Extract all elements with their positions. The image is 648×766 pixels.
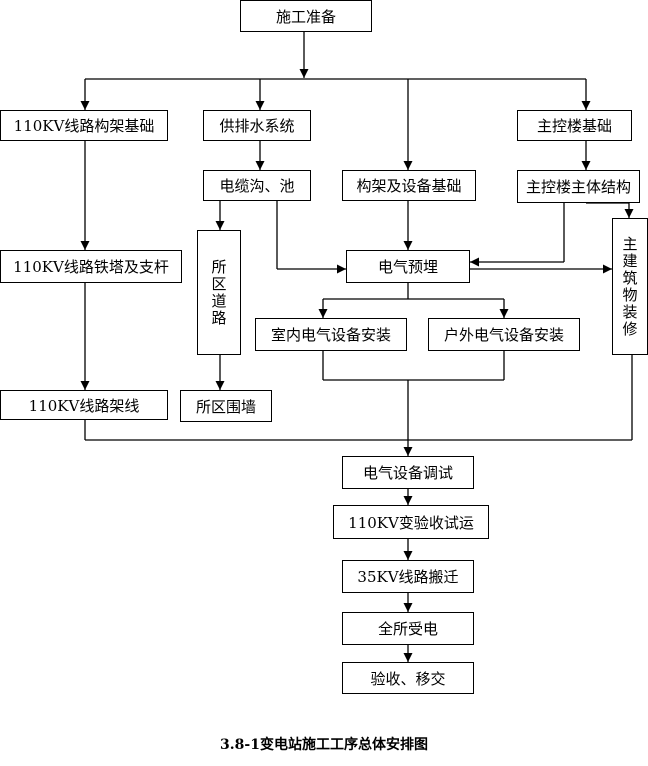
node-indoor-install: 室内电气设备安装 — [255, 318, 407, 351]
node-tower-erection: 110KV线路铁塔及支杆 — [0, 250, 182, 283]
node-trial-operation: 110KV变验收试运 — [333, 505, 489, 539]
node-start: 施工准备 — [240, 0, 372, 32]
node-tower-foundation: 110KV线路构架基础 — [0, 110, 168, 141]
node-control-building-structure: 主控楼主体结构 — [517, 170, 640, 203]
node-site-road: 所区道路 — [197, 230, 241, 355]
node-outdoor-install: 户外电气设备安装 — [428, 318, 580, 351]
node-equipment-commissioning: 电气设备调试 — [342, 456, 474, 489]
node-electrical-embedding: 电气预埋 — [346, 250, 470, 283]
node-cable-trench: 电缆沟、池 — [203, 170, 311, 201]
node-frame-equipment-foundation: 构架及设备基础 — [342, 170, 476, 201]
node-handover: 验收、移交 — [342, 662, 474, 694]
node-water-system: 供排水系统 — [203, 110, 311, 141]
figure-caption: 3.8-1变电站施工工序总体安排图 — [220, 737, 428, 753]
node-energize: 全所受电 — [342, 612, 474, 645]
node-line-relocation: 35KV线路搬迁 — [342, 560, 474, 593]
node-line-stringing: 110KV线路架线 — [0, 390, 168, 420]
node-site-wall: 所区围墙 — [180, 390, 272, 422]
node-control-building-foundation: 主控楼基础 — [517, 110, 632, 141]
node-building-decoration: 主建筑物装修 — [612, 218, 648, 355]
